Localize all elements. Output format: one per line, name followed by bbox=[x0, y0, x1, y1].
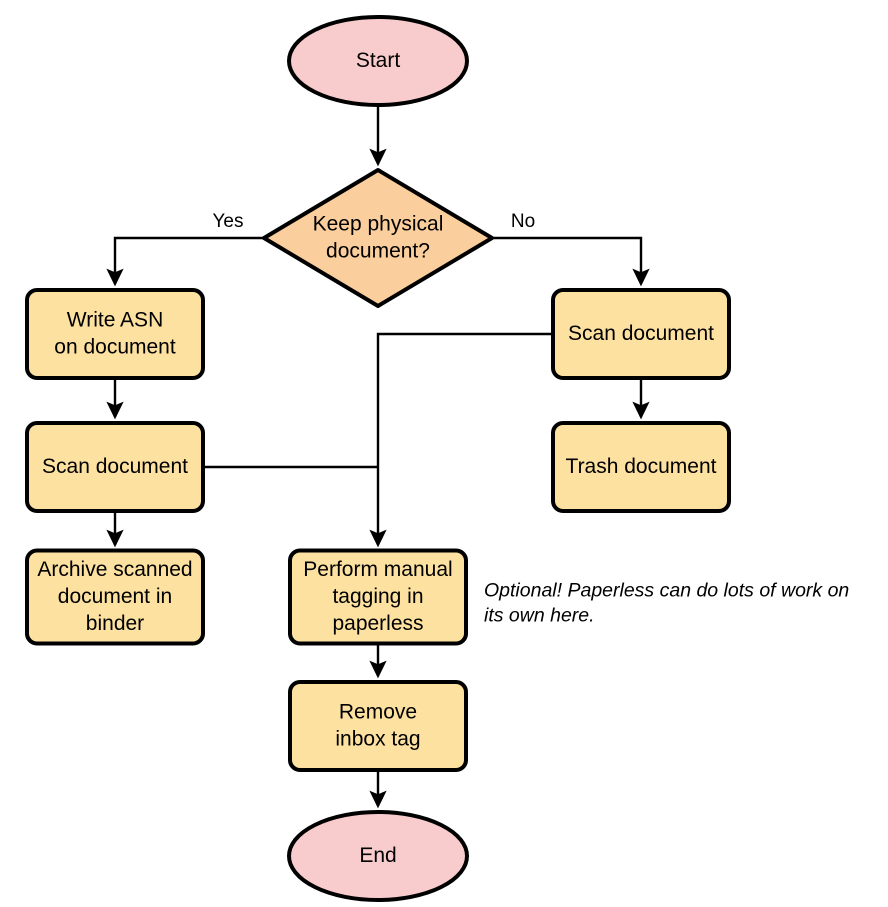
annotations-layer: Optional! Paperless can do lots of work … bbox=[484, 580, 849, 627]
annotation-line: Optional! Paperless can do lots of work … bbox=[484, 580, 849, 602]
terminator-shape bbox=[287, 15, 469, 107]
process-shape bbox=[25, 288, 205, 380]
node-archive[interactable]: Archive scanned document in binder bbox=[25, 548, 205, 646]
node-label: Trash document bbox=[566, 455, 717, 478]
node-label-line: Perform manual bbox=[303, 558, 452, 581]
node-write-asn[interactable]: Write ASN on document bbox=[25, 288, 205, 380]
annotation-optional-note: Optional! Paperless can do lots of work … bbox=[484, 580, 849, 627]
edges-layer bbox=[106, 105, 650, 809]
node-label: End bbox=[359, 844, 396, 867]
annotation-line: its own here. bbox=[484, 605, 595, 627]
node-label: Scan document bbox=[568, 322, 714, 345]
node-decision[interactable]: Keep physical document? bbox=[262, 168, 494, 308]
node-tagging[interactable]: Perform manual tagging in paperless bbox=[288, 548, 468, 646]
edge-scan-right-to-tagging bbox=[369, 332, 553, 548]
node-label-line: Archive scanned bbox=[37, 558, 192, 581]
process-shape bbox=[288, 680, 468, 772]
node-label-line: Scan document bbox=[42, 455, 188, 478]
node-label-line: Start bbox=[356, 49, 401, 72]
node-label: Archive scanned document in binder bbox=[37, 558, 192, 635]
decision-shape bbox=[262, 168, 494, 308]
node-label: Perform manual tagging in paperless bbox=[303, 558, 452, 635]
node-trash[interactable]: Trash document bbox=[551, 421, 731, 513]
process-shape bbox=[25, 548, 205, 646]
edge-labels-layer: Yes No bbox=[213, 211, 536, 232]
node-label: Scan document bbox=[42, 455, 188, 478]
node-label-line: binder bbox=[86, 612, 144, 635]
node-label: Write ASN on document bbox=[54, 308, 176, 358]
edge-label-no: No bbox=[511, 211, 535, 232]
node-label-line: document? bbox=[326, 239, 430, 262]
node-label-line: inbox tag bbox=[335, 727, 420, 750]
process-shape bbox=[288, 548, 468, 646]
node-remove-tag[interactable]: Remove inbox tag bbox=[288, 680, 468, 772]
node-label-line: Write ASN bbox=[67, 308, 163, 331]
node-start[interactable]: Start bbox=[287, 15, 469, 107]
node-label: Remove inbox tag bbox=[335, 700, 420, 750]
process-shape bbox=[551, 421, 731, 513]
node-label-line: End bbox=[359, 844, 396, 867]
node-label-line: Scan document bbox=[568, 322, 714, 345]
node-label-line: Keep physical bbox=[313, 212, 444, 235]
process-shape bbox=[551, 288, 731, 380]
process-shape bbox=[25, 421, 205, 513]
node-label-line: on document bbox=[54, 335, 176, 358]
terminator-shape bbox=[287, 810, 469, 902]
node-scan-right[interactable]: Scan document bbox=[551, 288, 731, 380]
edge-label-yes: Yes bbox=[213, 211, 244, 232]
edge-decision-to-scan-right bbox=[492, 236, 650, 287]
node-label-line: Remove bbox=[339, 700, 417, 723]
node-label: Keep physical document? bbox=[313, 212, 444, 262]
edge-decision-to-write-asn bbox=[106, 236, 265, 287]
node-label-line: paperless bbox=[332, 612, 423, 635]
node-label-line: tagging in bbox=[332, 585, 423, 608]
node-label-line: document in bbox=[58, 585, 172, 608]
node-scan-left[interactable]: Scan document bbox=[25, 421, 205, 513]
node-label-line: Trash document bbox=[566, 455, 717, 478]
node-end[interactable]: End bbox=[287, 810, 469, 902]
node-label: Start bbox=[356, 49, 401, 72]
